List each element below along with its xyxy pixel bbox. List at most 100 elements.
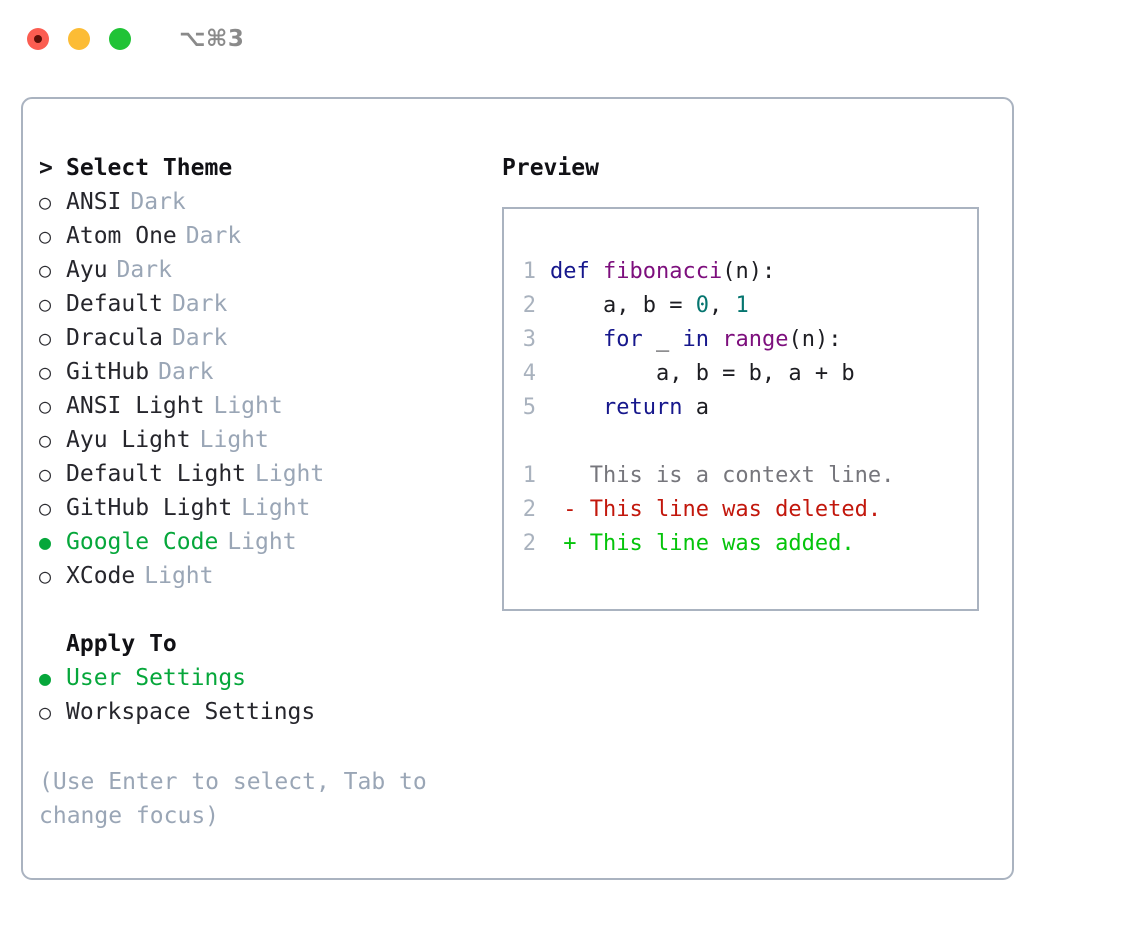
code-line-text: a, b = 0, 1 bbox=[550, 289, 749, 323]
code-line-text: return a bbox=[550, 391, 709, 425]
apply-to-list: ● User Settings ○Workspace Settings bbox=[39, 661, 489, 729]
code-line-text: a, b = b, a + b bbox=[550, 357, 855, 391]
theme-name: Dracula bbox=[66, 325, 163, 351]
radio-unselected-icon: ○ bbox=[39, 394, 52, 418]
radio-unselected-icon: ○ bbox=[39, 326, 52, 350]
line-number: 5 bbox=[522, 395, 536, 420]
theme-variant-tag: Light bbox=[144, 563, 214, 589]
theme-list-item[interactable]: ○ Ayu Dark bbox=[39, 253, 489, 287]
radio-unselected-icon: ○ bbox=[39, 496, 52, 520]
theme-variant-tag: Light bbox=[227, 529, 297, 555]
theme-variant-tag: Dark bbox=[116, 257, 172, 283]
radio-unselected-icon: ○ bbox=[39, 428, 52, 452]
apply-to-label: User Settings bbox=[66, 665, 247, 691]
minimize-button-icon[interactable] bbox=[68, 28, 90, 50]
diff-line: 2 - This line was deleted. bbox=[504, 493, 977, 527]
code-token bbox=[709, 327, 722, 352]
radio-unselected-icon: ○ bbox=[39, 224, 52, 248]
code-line: 1 def fibonacci(n): bbox=[504, 255, 977, 289]
code-token: range bbox=[722, 327, 789, 352]
code-line: 5 return a bbox=[504, 391, 977, 425]
theme-variant-tag: Light bbox=[213, 393, 283, 419]
theme-variant-tag: Dark bbox=[130, 189, 186, 215]
window-titlebar: ⌥⌘3 bbox=[0, 0, 1140, 78]
diff-line: 2 + This line was added. bbox=[504, 527, 977, 561]
traffic-light-group bbox=[27, 28, 131, 50]
theme-name: GitHub bbox=[66, 359, 150, 385]
theme-name: Google Code bbox=[66, 529, 219, 555]
code-token: a bbox=[682, 395, 709, 420]
radio-unselected-icon: ○ bbox=[39, 258, 52, 282]
code-token: (n): bbox=[722, 259, 776, 284]
apply-to-label: Workspace Settings bbox=[66, 699, 316, 725]
theme-variant-tag: Dark bbox=[158, 359, 214, 385]
line-number: 2 bbox=[522, 531, 536, 556]
line-number: 2 bbox=[522, 497, 536, 522]
theme-variant-tag: Dark bbox=[171, 325, 228, 351]
apply-to-item[interactable]: ○Workspace Settings bbox=[39, 695, 489, 729]
keyboard-hint-line-1: (Use Enter to select, Tab to bbox=[39, 769, 427, 795]
preview-title: Preview bbox=[502, 155, 599, 181]
prompt-caret-icon: > bbox=[39, 155, 53, 181]
theme-name: GitHub Light bbox=[66, 495, 233, 521]
theme-list-item[interactable]: ○ ANSI Dark bbox=[39, 185, 489, 219]
radio-selected-icon: ● bbox=[39, 530, 52, 554]
code-token: _ bbox=[642, 327, 683, 352]
apply-to-item[interactable]: ● User Settings bbox=[39, 661, 489, 695]
maximize-button-icon[interactable] bbox=[109, 28, 131, 50]
code-line: 3 for _ in range(n): bbox=[504, 323, 977, 357]
apply-to-title: Apply To bbox=[66, 631, 177, 657]
theme-list-item[interactable]: ● Google Code Light bbox=[39, 525, 489, 559]
select-theme-header: > Select Theme bbox=[39, 151, 489, 185]
radio-selected-icon: ● bbox=[39, 666, 52, 690]
code-token: a, b = b, a + b bbox=[550, 361, 855, 386]
theme-variant-tag: Dark bbox=[185, 223, 242, 249]
theme-list-item[interactable]: ○ GitHub Dark bbox=[39, 355, 489, 389]
code-token: 0 bbox=[695, 293, 709, 318]
window-shortcut-label: ⌥⌘3 bbox=[179, 26, 245, 52]
section-spacer bbox=[39, 593, 489, 627]
theme-name: ANSI Light bbox=[66, 393, 205, 419]
radio-unselected-icon: ○ bbox=[39, 190, 52, 214]
diff-line-text: - This line was deleted. bbox=[550, 497, 882, 522]
theme-name: Ayu bbox=[66, 257, 108, 283]
code-token: return bbox=[550, 395, 683, 420]
select-theme-title: Select Theme bbox=[66, 155, 233, 181]
theme-name: Atom One bbox=[66, 223, 177, 249]
radio-unselected-icon: ○ bbox=[39, 462, 52, 486]
diff-line-text: This is a context line. bbox=[550, 463, 895, 488]
code-line-text: for _ in range(n): bbox=[550, 323, 841, 357]
keyboard-hint-line-2: change focus) bbox=[39, 803, 220, 829]
theme-list-item[interactable]: ○ Atom One Dark bbox=[39, 219, 489, 253]
theme-variant-tag: Light bbox=[241, 495, 311, 521]
radio-unselected-icon: ○ bbox=[39, 360, 52, 384]
line-number: 1 bbox=[522, 463, 536, 488]
diff-line: 1 This is a context line. bbox=[504, 459, 977, 493]
line-number: 3 bbox=[522, 327, 536, 352]
code-token: 1 bbox=[735, 293, 749, 318]
theme-name: ANSI bbox=[66, 189, 122, 215]
code-line-text: def fibonacci(n): bbox=[550, 255, 775, 289]
theme-list-item[interactable]: ○ ANSI Light Light bbox=[39, 389, 489, 423]
theme-name: XCode bbox=[66, 563, 136, 589]
code-token: fibonacci bbox=[602, 259, 723, 284]
code-token: def bbox=[550, 259, 603, 284]
radio-unselected-icon: ○ bbox=[39, 292, 52, 316]
code-token: for bbox=[550, 327, 643, 352]
apply-to-header: ○Apply To bbox=[39, 627, 489, 661]
theme-list-item[interactable]: ○ GitHub Light Light bbox=[39, 491, 489, 525]
code-line: 2 a, b = 0, 1 bbox=[504, 289, 977, 323]
close-button-icon[interactable] bbox=[27, 28, 49, 50]
line-number: 1 bbox=[522, 259, 536, 284]
theme-list-item[interactable]: ○ Dracula Dark bbox=[39, 321, 489, 355]
